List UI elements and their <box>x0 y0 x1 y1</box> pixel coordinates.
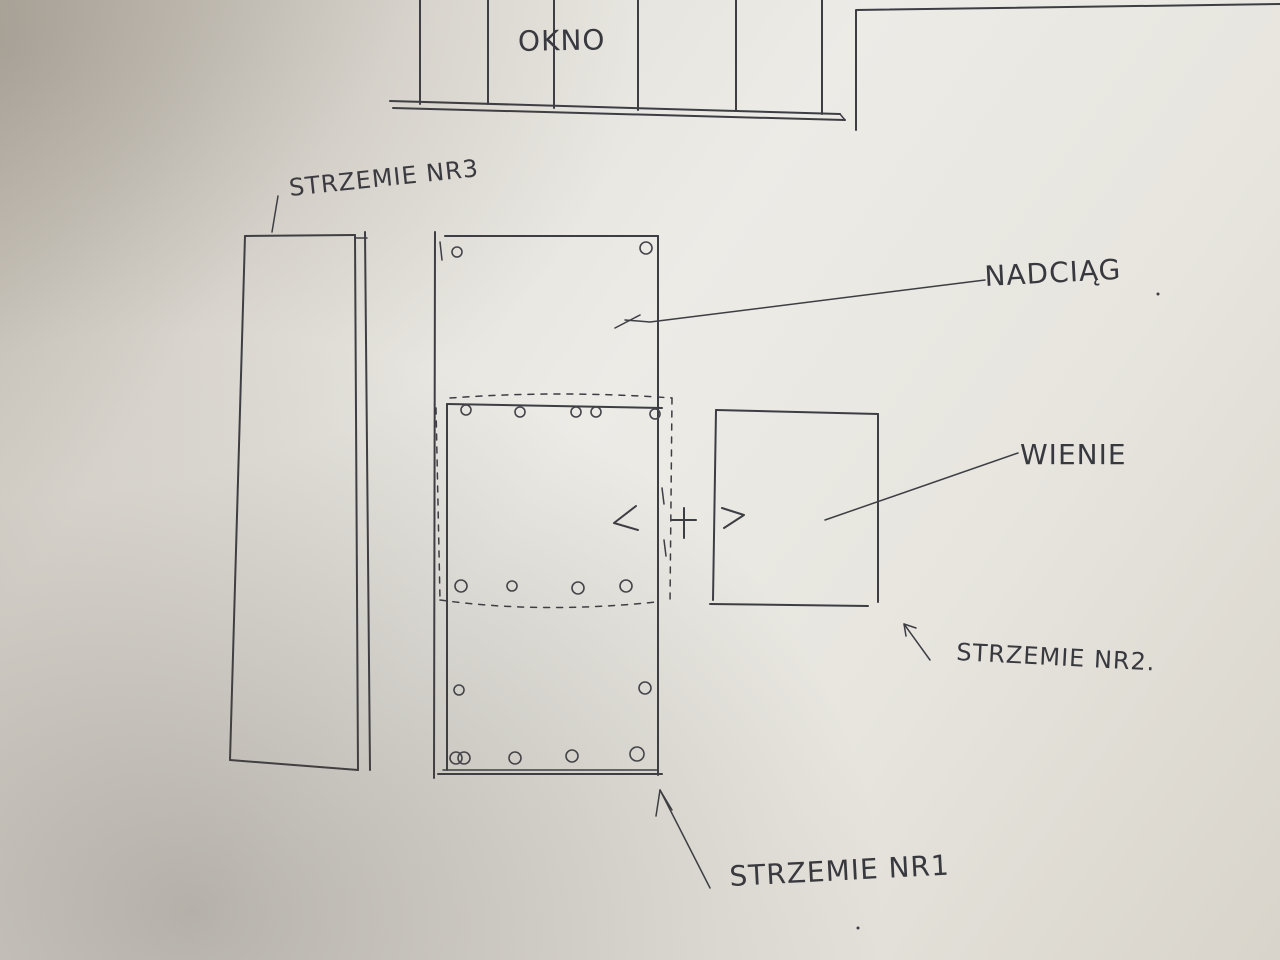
rebar-bar <box>514 406 526 418</box>
rebar-bar <box>571 581 585 595</box>
rebar-bar <box>590 406 602 418</box>
nadciag-leader <box>614 279 986 329</box>
stirrup-nr2-label: STRZEMIE NR2. <box>956 638 1156 676</box>
stirrup-nr1-arrow <box>655 789 711 889</box>
rebar-bar <box>639 241 653 255</box>
plus-and-arrows <box>613 487 745 557</box>
beam-section <box>433 231 663 779</box>
rebar-bars <box>449 241 661 765</box>
stirrup-nr1-label: STRZEMIE NR1 <box>729 848 951 892</box>
rebar-bar <box>565 749 579 763</box>
ring-beam-square <box>709 409 879 607</box>
stirrup-nr3-shape <box>229 195 371 771</box>
wieniec-leader <box>824 452 1019 521</box>
nadciag-label: NADCIĄG <box>984 253 1122 293</box>
rebar-bar <box>449 751 463 765</box>
rebar-bar <box>451 246 463 258</box>
rebar-bar <box>506 580 518 592</box>
stirrup-nr3-label: STRZEMIE NR3 <box>288 154 481 202</box>
rebar-bar <box>453 684 465 696</box>
wieniec-label: WIENIE <box>1020 438 1127 471</box>
stirrup-nr2-mark <box>903 623 931 661</box>
rebar-bar <box>460 404 472 416</box>
rebar-bar <box>454 579 468 593</box>
rebar-bar <box>649 408 661 420</box>
rebar-bar <box>508 751 522 765</box>
okno-label: OKNO <box>518 23 606 58</box>
rebar-bar <box>570 406 582 418</box>
rebar-bar <box>619 579 633 593</box>
rebar-bar <box>638 681 652 695</box>
window-sketch <box>389 0 1280 131</box>
ring-beam-dashed-outline <box>435 393 673 609</box>
rebar-bar <box>457 751 471 765</box>
ink-dot <box>1156 292 1160 296</box>
rebar-bar <box>629 746 645 762</box>
ink-dot <box>856 926 860 930</box>
